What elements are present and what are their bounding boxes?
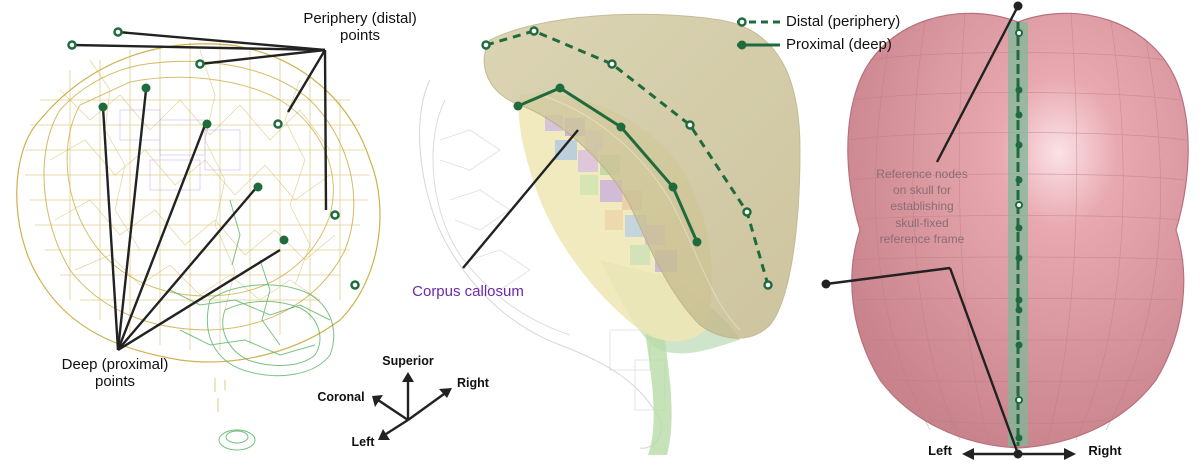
legend — [737, 17, 780, 50]
distal-markers-right — [1015, 29, 1023, 404]
lr-axis — [962, 448, 1076, 460]
legend-distal-marker — [737, 17, 747, 27]
axis-left-label: Left — [351, 435, 375, 449]
periphery-label: Periphery (distal) points — [290, 10, 430, 45]
corpus-leader — [462, 129, 579, 269]
deep-label-line1: Deep (proximal) — [61, 356, 169, 373]
corpus-callosum-label: Corpus callosum — [412, 283, 524, 300]
deep-label: Deep (proximal) points — [40, 356, 190, 391]
periphery-label-line2: points — [339, 27, 381, 45]
middle-brain — [419, 13, 801, 455]
axis-right-label: Right — [457, 376, 489, 390]
reference-text-line3: establishing — [890, 199, 954, 214]
reference-text-line2: on skull for — [892, 183, 952, 198]
periphery-label-line1: Periphery (distal) — [303, 10, 417, 27]
reference-node-left — [821, 279, 831, 289]
reference-text-line4: skull-fixed — [895, 215, 949, 230]
axis-coronal-label: Coronal — [317, 390, 365, 404]
reference-text-line1: Reference nodes — [876, 167, 968, 181]
reference-nodes-text: Reference nodes on skull for establishin… — [866, 166, 978, 247]
legend-proximal-marker — [737, 40, 747, 50]
proximal-markers-middle — [513, 83, 702, 247]
leader-lines — [71, 30, 328, 352]
left-mesh — [16, 42, 381, 451]
deep-label-line2: points — [94, 373, 136, 391]
distal-markers-left — [67, 27, 360, 290]
orientation-axes — [372, 372, 452, 440]
legend-distal-label: Distal (periphery) — [786, 13, 901, 30]
axis-superior-label: Superior — [382, 354, 434, 368]
reference-nodes — [821, 1, 1023, 459]
reference-node-top — [1013, 1, 1023, 11]
legend-proximal-label: Proximal (deep) — [786, 36, 892, 53]
proximal-markers-left — [98, 83, 289, 245]
distal-markers-middle — [481, 26, 773, 290]
lr-axis-right-label: Right — [1088, 443, 1122, 458]
reference-text-line5: reference frame — [879, 231, 965, 246]
lr-axis-left-label: Left — [928, 443, 952, 458]
proximal-markers-right — [1015, 86, 1023, 442]
distal-path — [485, 29, 770, 286]
